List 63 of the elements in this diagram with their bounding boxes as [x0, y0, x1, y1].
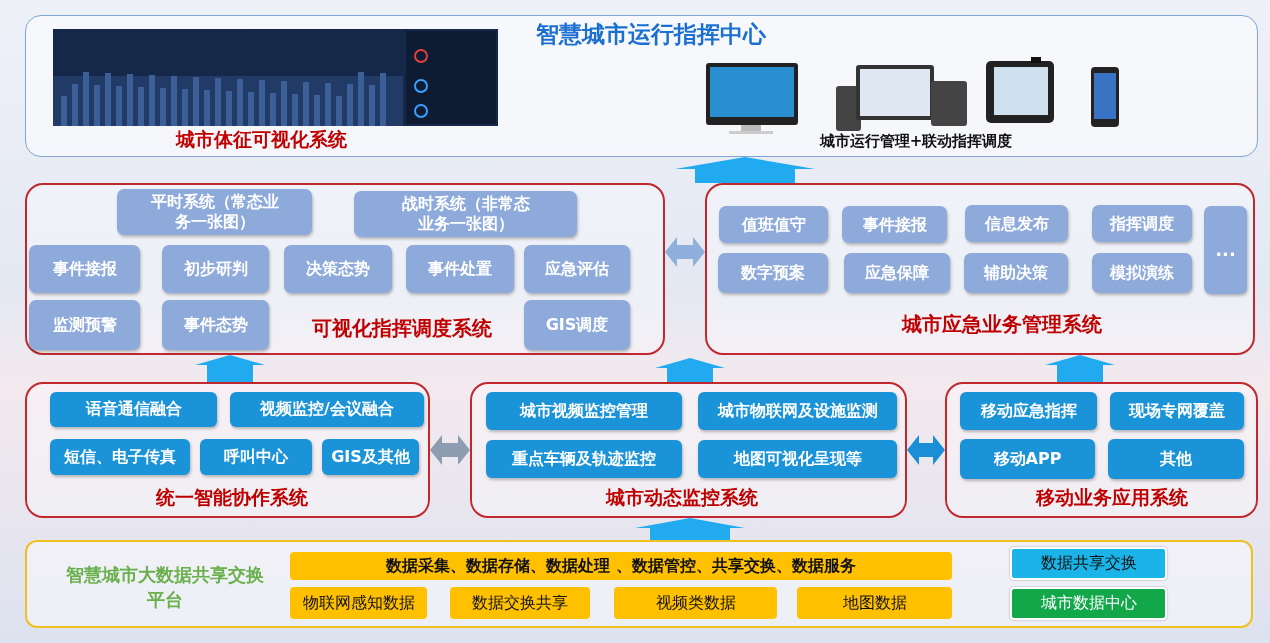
system-panel: [25, 183, 665, 355]
module-box: 短信、电子传真: [50, 439, 190, 475]
panel-title: 可视化指挥调度系统: [311, 316, 493, 340]
module-box: 地图可视化呈现等: [698, 440, 897, 478]
system-panel: [705, 183, 1255, 355]
panel-title: 城市应急业务管理系统: [900, 312, 1103, 336]
module-box: 战时系统（非常态业务一张图）: [354, 191, 577, 237]
module-box: 信息发布: [965, 205, 1068, 242]
system-panel: [470, 382, 907, 518]
module-box: 事件处置: [406, 245, 514, 293]
block-arrow: [195, 355, 265, 382]
data-bar: 数据采集、数据存储、数据处理 、数据管控、共享交换、数据服务: [290, 552, 952, 580]
block-arrow: [655, 358, 725, 382]
data-box: 数据共享交换: [1010, 547, 1167, 580]
module-box: GIS调度: [524, 300, 630, 350]
module-box: 重点车辆及轨迹监控: [486, 440, 682, 478]
module-box: 城市物联网及设施监测: [698, 392, 897, 430]
device-caption: 城市运行管理+联动指挥调度: [818, 132, 1014, 150]
module-box: 事件接报: [29, 245, 140, 293]
data-box: 数据交换共享: [450, 587, 590, 619]
platform-panel: [25, 540, 1253, 628]
module-box: 现场专网覆盖: [1110, 392, 1244, 430]
panel-title: 城市动态监控系统: [604, 486, 759, 509]
module-box: 语音通信融合: [50, 392, 217, 427]
block-arrow: [635, 518, 745, 540]
module-box: 平时系统（常态业务一张图）: [117, 189, 312, 235]
module-box: 决策态势: [284, 245, 392, 293]
data-box: 视频类数据: [614, 587, 777, 619]
module-box: 指挥调度: [1092, 205, 1192, 242]
module-box: 数字预案: [718, 253, 828, 293]
panel-title: 移动业务应用系统: [1034, 486, 1189, 509]
block-arrow: [907, 435, 945, 465]
module-box: 事件态势: [162, 300, 269, 350]
module-box: 视频监控/会议融合: [230, 392, 424, 427]
module-box: ...: [1204, 206, 1247, 294]
module-box: 应急保障: [844, 253, 950, 293]
module-box: 事件接报: [842, 206, 947, 243]
command-center-panel: [25, 15, 1258, 157]
module-box: 监测预警: [29, 300, 140, 350]
module-box: 初步研判: [162, 245, 269, 293]
block-arrow: [430, 435, 470, 465]
module-box: 值班值守: [719, 206, 828, 243]
panel-title: 智慧城市运行指挥中心: [535, 21, 767, 49]
module-box: 移动APP: [960, 439, 1095, 479]
module-box: 模拟演练: [1092, 253, 1192, 293]
module-box: 城市视频监控管理: [486, 392, 682, 430]
system-caption: 城市体征可视化系统: [174, 128, 348, 151]
data-box: 物联网感知数据: [290, 587, 427, 619]
block-arrow: [1045, 355, 1115, 382]
module-box: 其他: [1108, 439, 1244, 479]
block-arrow: [665, 237, 705, 267]
data-box: 地图数据: [797, 587, 952, 619]
data-box: 城市数据中心: [1010, 587, 1167, 620]
system-panel: [25, 382, 430, 518]
system-panel: [945, 382, 1258, 518]
block-arrow: [675, 157, 815, 183]
module-box: 应急评估: [524, 245, 630, 293]
platform-title: 智慧城市大数据共享交换平台: [65, 563, 265, 613]
module-box: 移动应急指挥: [960, 392, 1097, 430]
module-box: 辅助决策: [964, 253, 1068, 293]
module-box: 呼叫中心: [200, 439, 312, 475]
panel-title: 统一智能协作系统: [155, 486, 309, 509]
module-box: GIS及其他: [322, 439, 419, 475]
